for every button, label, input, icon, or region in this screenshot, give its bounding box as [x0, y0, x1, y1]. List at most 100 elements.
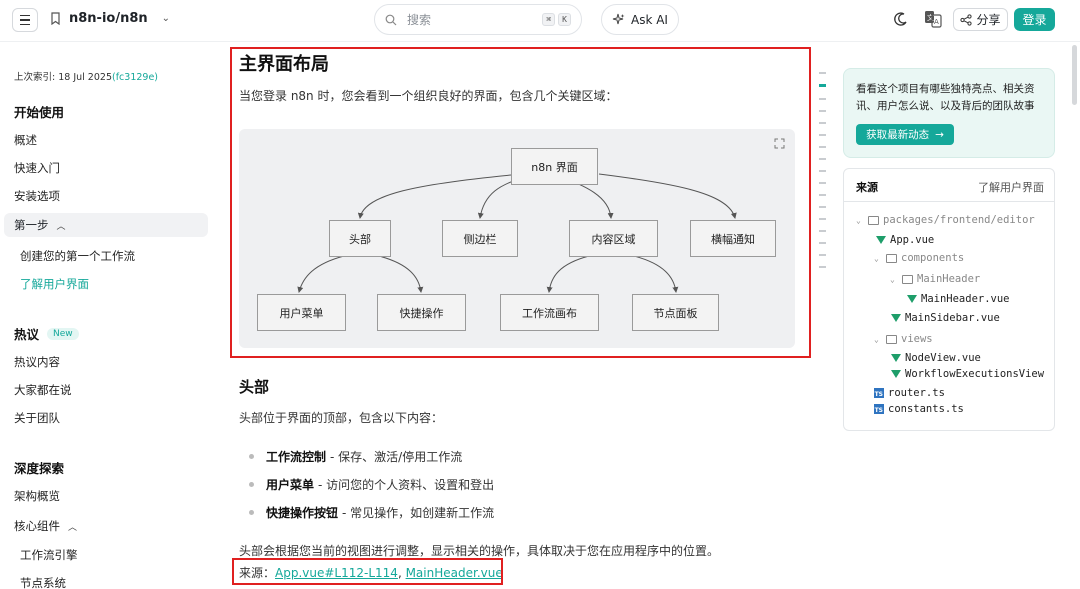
section-hot: 热议 New	[14, 324, 79, 343]
page-scrollbar[interactable]	[1072, 45, 1077, 105]
tree-file-app-vue[interactable]: App.vue	[876, 234, 934, 246]
repo-selector[interactable]: n8n-io/n8n ⌄	[50, 11, 170, 26]
svg-text:A: A	[934, 18, 939, 26]
toc-tick[interactable]	[819, 218, 826, 220]
tree-folder-editor[interactable]: ⌄packages/frontend/editor	[856, 214, 1035, 226]
list-item-desc: - 保存、激活/停用工作流	[330, 450, 463, 464]
tree-label: WorkflowExecutionsView	[905, 368, 1045, 380]
sidebar-item-create-workflow[interactable]: 创建您的第一个工作流	[20, 249, 135, 263]
sidebar-item-architecture[interactable]: 架构概览	[14, 489, 60, 503]
sidebar-item-everyone-says[interactable]: 大家都在说	[14, 383, 72, 397]
toc-tick[interactable]	[819, 122, 826, 124]
toc-tick[interactable]	[819, 134, 826, 136]
toc-tick-active[interactable]	[819, 84, 826, 87]
sidebar-item-hot-content[interactable]: 热议内容	[14, 355, 60, 369]
get-updates-label: 获取最新动态	[866, 129, 930, 141]
shortcut-key-cmd: ⌘	[542, 13, 556, 26]
source-link-mainheader[interactable]: MainHeader.vue	[405, 566, 503, 580]
folder-icon	[886, 334, 897, 344]
ui-layout-diagram: n8n 界面 头部 侧边栏 内容区域 横幅通知 用户菜单 快捷操作 工作流画布 …	[239, 129, 795, 348]
tree-label: router.ts	[888, 387, 945, 399]
promo-text: 看看这个项目有哪些独特亮点、相关资讯、用户怎么说、以及背后的团队故事	[856, 83, 1035, 112]
search-input[interactable]: 搜索 ⌘ K	[374, 4, 582, 35]
promo-card: 看看这个项目有哪些独特亮点、相关资讯、用户怎么说、以及背后的团队故事 获取最新动…	[843, 68, 1055, 158]
new-badge: New	[47, 327, 79, 340]
expand-icon[interactable]	[774, 138, 785, 149]
tree-folder-mainheader[interactable]: ⌄MainHeader	[890, 273, 980, 285]
toc-tick[interactable]	[819, 158, 826, 160]
source-panel-link[interactable]: 了解用户界面	[978, 181, 1044, 194]
source-files-panel: 来源 了解用户界面 ⌄packages/frontend/editor App.…	[843, 168, 1055, 431]
toc-tick[interactable]	[819, 72, 826, 74]
tree-folder-components[interactable]: ⌄components	[874, 252, 964, 264]
sidebar-item-install[interactable]: 安装选项	[14, 189, 60, 203]
ask-ai-button[interactable]: Ask AI	[601, 4, 679, 35]
sidebar-item-label: 核心组件	[14, 519, 60, 533]
toc-tick[interactable]	[819, 242, 826, 244]
edge-header-shortcuts	[378, 255, 424, 293]
sidebar-item-node-system[interactable]: 节点系统	[20, 576, 66, 589]
tree-file-workflowexecutions-vue[interactable]: WorkflowExecutionsView	[891, 368, 1044, 380]
toc-tick[interactable]	[819, 170, 826, 172]
sidebar-item-core-components[interactable]: 核心组件︿	[14, 518, 77, 534]
list-item-desc: - 访问您的个人资料、设置和登出	[318, 478, 495, 492]
login-button[interactable]: 登录	[1014, 8, 1055, 31]
toc-tick[interactable]	[819, 266, 826, 268]
ts-file-icon: TS	[874, 388, 884, 398]
edge-content-nodepanel	[633, 255, 679, 293]
arrow-right-icon: →	[935, 128, 944, 141]
sidebar-item-understand-ui[interactable]: 了解用户界面	[20, 277, 89, 291]
toc-tick[interactable]	[819, 146, 826, 148]
list-item: 快捷操作按钮- 常见操作，如创建新工作流	[249, 504, 494, 521]
toc-tick[interactable]	[819, 98, 826, 100]
edge-root-header	[357, 174, 512, 219]
share-button[interactable]: 分享	[953, 8, 1008, 31]
get-updates-button[interactable]: 获取最新动态 →	[856, 124, 954, 145]
source-label: 来源：	[239, 566, 276, 580]
sidebar-item-quickstart[interactable]: 快速入门	[14, 161, 60, 175]
toc-tick[interactable]	[819, 194, 826, 196]
sidebar-item-overview[interactable]: 概述	[14, 133, 37, 147]
section-paragraph: 头部会根据您当前的视图进行调整，显示相关的操作，具体取决于您在应用程序中的位置。	[239, 544, 720, 558]
bookmark-icon	[51, 12, 60, 25]
toc-tick[interactable]	[819, 110, 826, 112]
sidebar-item-workflow-engine[interactable]: 工作流引擎	[20, 548, 78, 562]
diagram-node-node-panel: 节点面板	[632, 294, 719, 331]
share-label: 分享	[976, 13, 1001, 27]
vue-file-icon	[907, 295, 917, 303]
toc-tick[interactable]	[819, 254, 826, 256]
section-getting-started: 开始使用	[14, 102, 64, 121]
sidebar-item-next-steps[interactable]: 第一步 ︿	[4, 213, 208, 237]
tree-folder-views[interactable]: ⌄views	[874, 333, 933, 345]
diagram-node-user-menu: 用户菜单	[257, 294, 346, 331]
menu-icon[interactable]	[12, 8, 38, 32]
toc-tick[interactable]	[819, 206, 826, 208]
tree-file-nodeview-vue[interactable]: NodeView.vue	[891, 352, 981, 364]
source-panel-header: 来源 了解用户界面	[844, 169, 1054, 202]
source-link-app[interactable]: App.vue#L112-L114	[275, 566, 398, 580]
page-title: 主界面布局	[239, 54, 329, 75]
tree-file-mainsidebar-vue[interactable]: MainSidebar.vue	[891, 312, 1000, 324]
ts-file-icon: TS	[874, 404, 884, 414]
chevron-up-icon: ︿	[56, 221, 66, 232]
folder-icon	[902, 274, 913, 284]
source-separator: ,	[397, 566, 406, 580]
diagram-node-content: 内容区域	[569, 220, 658, 257]
highlight-box-diagram	[230, 47, 811, 358]
commit-hash-link[interactable]: (fc3129e)	[112, 72, 159, 83]
tree-file-router-ts[interactable]: TS router.ts	[874, 387, 945, 399]
search-placeholder: 搜索	[407, 13, 432, 27]
diagram-node-root: n8n 界面	[511, 148, 598, 185]
diagram-edges	[297, 173, 737, 293]
toc-tick[interactable]	[819, 182, 826, 184]
dark-mode-icon[interactable]	[893, 11, 909, 27]
diagram-node-canvas: 工作流画布	[500, 294, 599, 331]
sidebar-item-about-team[interactable]: 关于团队	[14, 411, 60, 425]
tree-label: NodeView.vue	[905, 352, 981, 364]
tree-file-mainheader-vue[interactable]: MainHeader.vue	[907, 293, 1010, 305]
tree-label: MainSidebar.vue	[905, 312, 1000, 324]
toc-tick[interactable]	[819, 230, 826, 232]
